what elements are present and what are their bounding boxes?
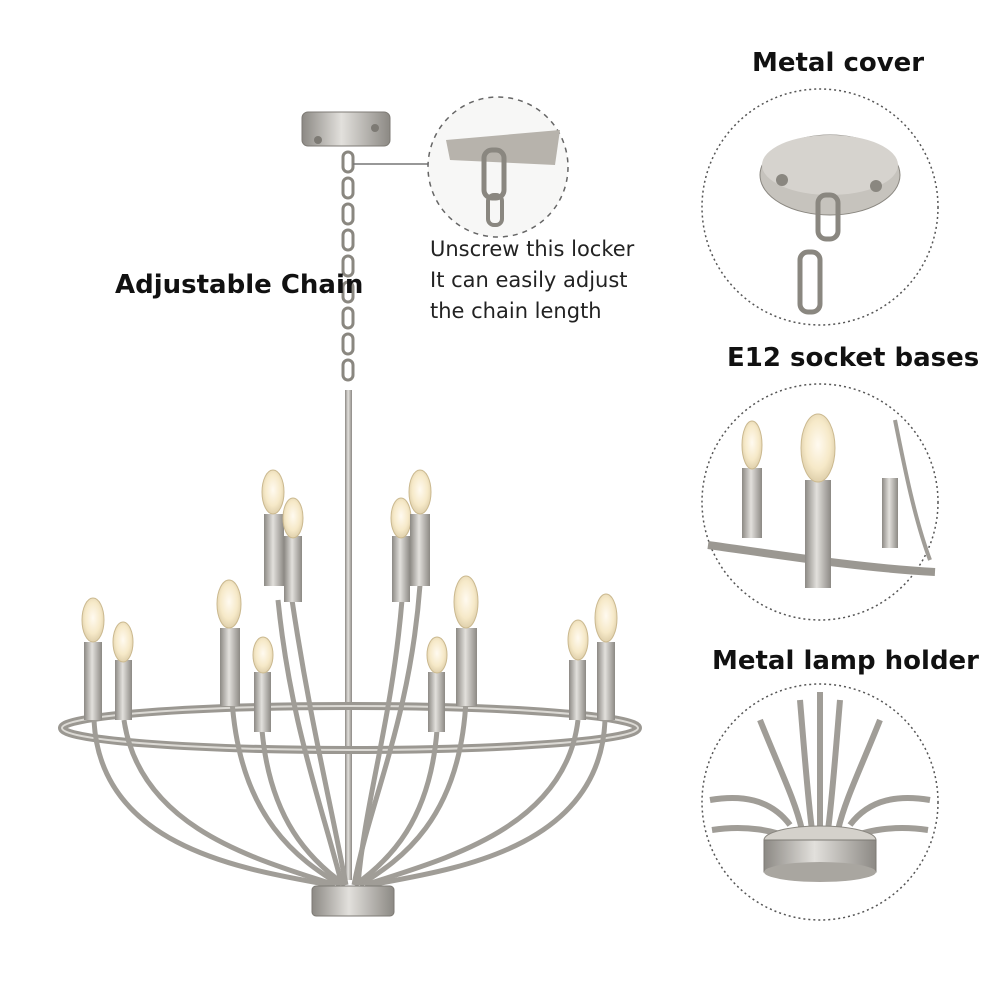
adjustable-chain xyxy=(341,150,355,382)
locker-detail-circle xyxy=(427,96,569,238)
center-rod xyxy=(345,390,352,880)
locker-note-line-2: It can easily adjust xyxy=(430,268,628,292)
ceiling-canopy xyxy=(301,111,391,147)
metal-cover-detail-circle xyxy=(701,88,939,326)
locker-note-line-1: Unscrew this locker xyxy=(430,237,635,261)
socket-7 xyxy=(390,497,412,602)
socket-bases-label: E12 socket bases xyxy=(727,343,980,373)
socket-11 xyxy=(567,619,589,720)
socket-bases-detail-circle xyxy=(701,383,939,621)
socket-9 xyxy=(426,636,448,732)
socket-6 xyxy=(282,497,304,602)
socket-8 xyxy=(408,469,432,586)
bottom-hub xyxy=(311,885,395,917)
chandelier-arms xyxy=(91,584,608,888)
chandelier-ring xyxy=(58,702,642,754)
socket-10 xyxy=(453,575,479,706)
metal-cover-label: Metal cover xyxy=(752,48,925,78)
socket-5 xyxy=(261,469,285,586)
socket-12 xyxy=(594,593,618,720)
socket-3 xyxy=(216,579,242,706)
lamp-holder-detail-circle xyxy=(701,683,939,921)
candle-sockets xyxy=(81,469,618,732)
socket-2 xyxy=(112,621,134,720)
socket-4 xyxy=(252,636,274,732)
lamp-holder-label: Metal lamp holder xyxy=(712,646,980,676)
adjustable-chain-label: Adjustable Chain xyxy=(115,270,364,300)
locker-note-line-3: the chain length xyxy=(430,299,602,323)
socket-1 xyxy=(81,597,105,720)
